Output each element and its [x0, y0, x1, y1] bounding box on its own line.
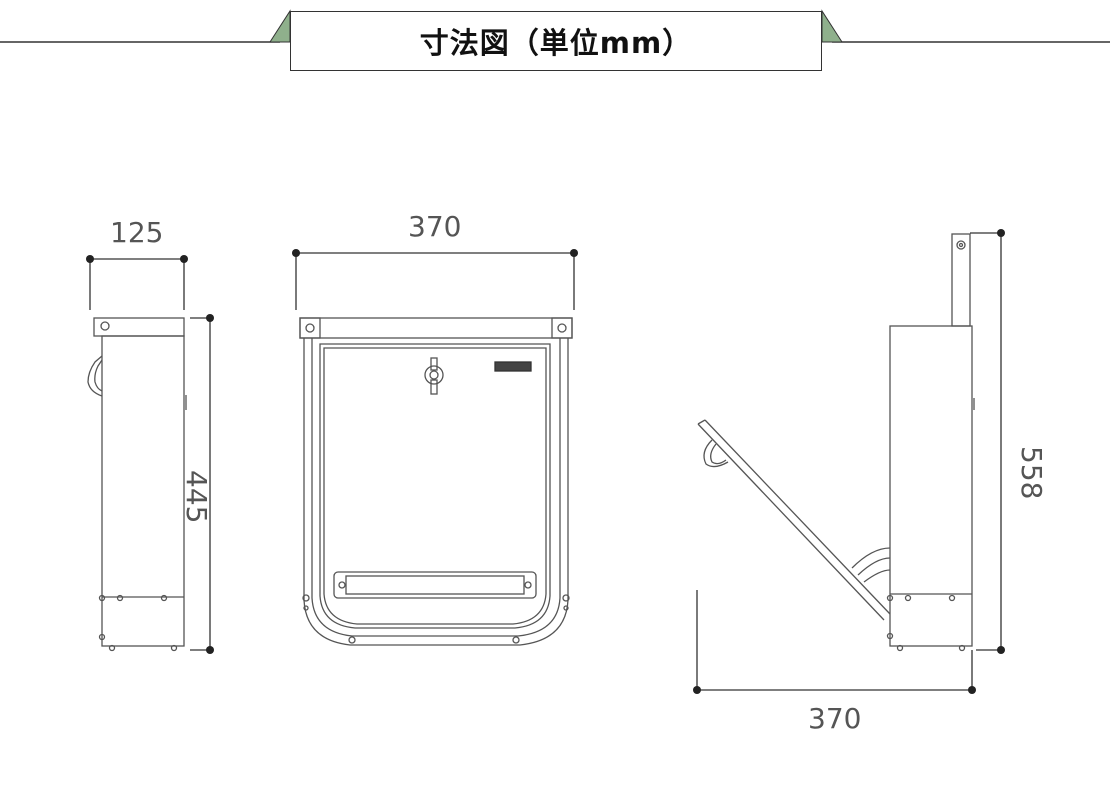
open-side-view	[693, 229, 1005, 694]
dim-open-height: 558	[1015, 446, 1048, 500]
side-view	[86, 255, 214, 654]
dim-side-height: 445	[180, 470, 213, 524]
dim-open-depth: 370	[808, 702, 862, 735]
title-box: 寸法図（単位mm）	[290, 11, 822, 71]
header-accent-right	[821, 9, 843, 43]
dim-front-width: 370	[408, 210, 462, 243]
dim-side-width: 125	[110, 216, 164, 249]
front-view	[292, 249, 578, 646]
page-title: 寸法図（単位mm）	[419, 26, 693, 60]
